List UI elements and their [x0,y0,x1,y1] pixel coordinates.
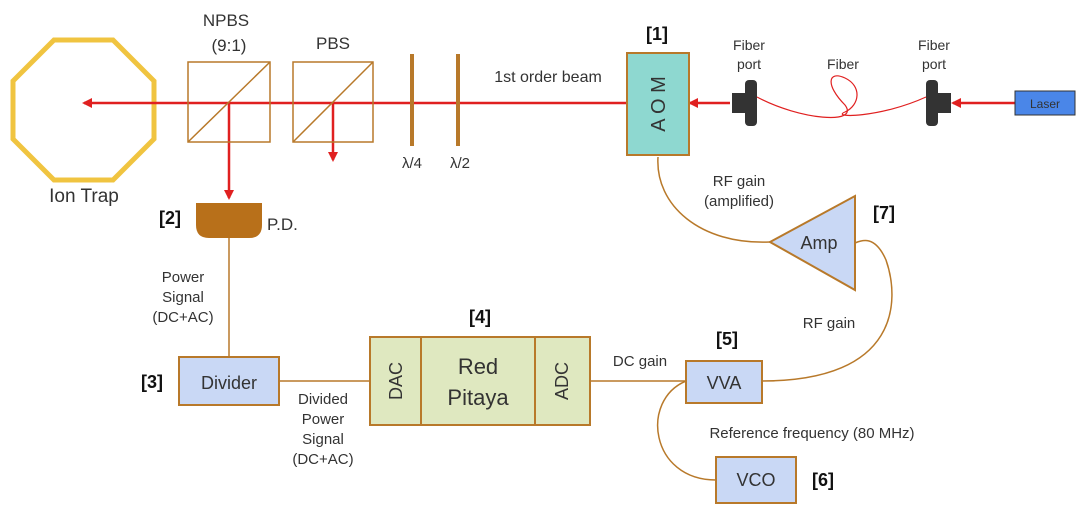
power-signal-label-3: (DC+AC) [152,309,213,326]
quarter-wave-label: λ/4 [402,155,422,172]
pbs-cube [292,61,374,143]
divided-signal-label-2: Power [302,411,345,428]
ref-number-4: [4] [469,307,491,327]
half-wave-label: λ/2 [450,155,470,172]
divider-box [178,356,280,406]
pbs-label: PBS [316,34,350,53]
aom-label: A O M [648,76,670,132]
divider-label: Divider [201,373,257,393]
npbs-ratio-label: (9:1) [212,36,247,55]
quarter-wave-plate [410,54,414,146]
rf-gain-amplified-label-1: RF gain [713,173,766,190]
laser-label: Laser [1030,97,1060,111]
power-signal-label-2: Signal [162,289,204,306]
rf-gain-amplified-label-2: (amplified) [704,193,774,210]
ion-trap-label: Ion Trap [49,186,119,207]
fiber-port-right [926,80,951,126]
ref-number-6: [6] [812,470,834,490]
fiber-port-left [732,80,757,126]
aom-box [626,52,690,156]
vco-box [715,456,797,504]
npbs-label: NPBS [203,11,249,30]
adc-label: ADC [552,362,572,400]
red-pitaya-label-2: Pitaya [447,385,509,410]
amp-triangle [767,194,856,292]
fiber-line [756,75,927,119]
fiber-port-right-label-2: port [922,56,946,72]
power-signal-label-1: Power [162,269,205,286]
amp-label: Amp [800,233,837,253]
fiber-port-right-label-1: Fiber [918,37,950,53]
ref-number-1: [1] [646,24,668,44]
ref-number-5: [5] [716,329,738,349]
vva-label: VVA [707,373,742,393]
divided-signal-label-4: (DC+AC) [292,451,353,468]
first-order-beam-label: 1st order beam [494,69,602,86]
fiber-label: Fiber [827,56,859,72]
npbs-cube [187,61,271,143]
reference-frequency-label: Reference frequency (80 MHz) [709,425,914,442]
red-pitaya-box [369,336,591,426]
ref-number-2: [2] [159,208,181,228]
ref-number-7: [7] [873,203,895,223]
divided-signal-label-1: Divided [298,391,348,408]
vva-box [685,360,763,404]
fiber-port-left-label-2: port [737,56,761,72]
vco-label: VCO [736,470,775,490]
divided-signal-label-3: Signal [302,431,344,448]
dc-gain-label: DC gain [613,353,667,370]
red-pitaya-label-1: Red [458,354,498,379]
ion-trap-octagon [10,37,157,183]
ref-number-3: [3] [141,372,163,392]
rf-gain-label: RF gain [803,315,856,332]
photodiode [196,203,262,238]
dac-label: DAC [386,362,406,400]
pd-label: P.D. [267,215,298,234]
laser-box [1014,90,1076,116]
half-wave-plate [456,54,460,146]
fiber-port-left-label-1: Fiber [733,37,765,53]
